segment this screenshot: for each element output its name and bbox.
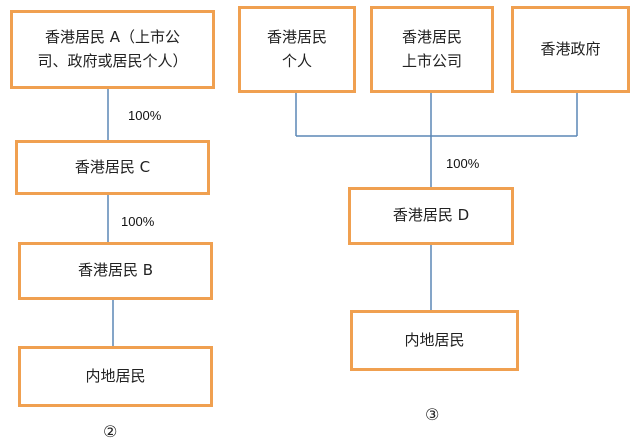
box-hk-individual: 香港居民 个人 — [238, 6, 356, 93]
percent-a-to-c: 100% — [128, 108, 162, 123]
box-hk-resident-a: 香港居民 A（上市公 司、政府或居民个人） — [10, 10, 215, 89]
box-hk-resident-c: 香港居民 C — [15, 140, 210, 195]
box-hk-resident-b: 香港居民 B — [18, 242, 213, 300]
box-mainland-resident-2: 内地居民 — [18, 346, 213, 407]
label-diagram-2: ② — [103, 422, 118, 441]
box-hk-government: 香港政府 — [511, 6, 630, 93]
box-hk-resident-d: 香港居民 D — [348, 187, 514, 245]
box-mainland-resident-3: 内地居民 — [350, 310, 519, 371]
label-diagram-3: ③ — [425, 405, 440, 424]
percent-to-d: 100% — [446, 156, 480, 171]
box-hk-listed-company: 香港居民 上市公司 — [370, 6, 494, 93]
percent-c-to-b: 100% — [121, 214, 155, 229]
